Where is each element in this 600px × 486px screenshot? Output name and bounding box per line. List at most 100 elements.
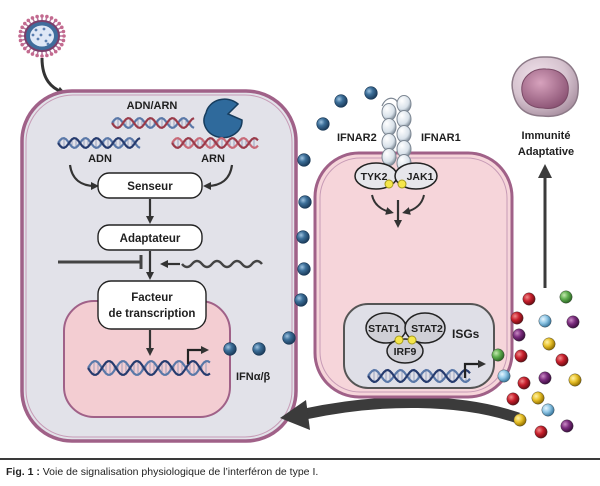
cytokine-particle: [538, 314, 552, 328]
virus-spike-tip: [53, 18, 58, 23]
helix-strand: [57, 136, 141, 150]
ifn-particle: [364, 86, 378, 100]
arrow-arn-to-senseur: [203, 164, 234, 190]
virus-spike-tip: [35, 14, 39, 19]
virus-spike-tip: [53, 49, 58, 54]
label-facteur-line2: de transcription: [109, 308, 196, 320]
senseur-box: [97, 172, 203, 199]
virus-spike-tip: [30, 16, 35, 20]
virus-spike-tip: [60, 42, 64, 47]
facteur-transcription-box: [97, 280, 207, 330]
ifn-particle: [282, 331, 296, 345]
phospho-dot: [384, 179, 394, 189]
helix-strand: [87, 360, 211, 376]
virus-spike-tip: [57, 21, 62, 26]
virus-genome-dot: [36, 37, 40, 41]
cytokine-particle: [555, 353, 569, 367]
helix-strand: [171, 136, 259, 150]
cytokine-particle: [538, 371, 552, 385]
helix-strand: [57, 136, 141, 150]
virus-spike-tip: [22, 21, 27, 26]
virus-spike-tip: [61, 29, 66, 34]
virus-spike-tip: [45, 14, 49, 19]
nuclear-dna-right: [367, 368, 471, 384]
helix-strand: [87, 360, 211, 376]
arrow-adn-to-senseur: [68, 164, 99, 190]
cytokine-particle: [506, 392, 520, 406]
cytokine-particle: [566, 315, 580, 329]
ifn-particle: [294, 293, 308, 307]
cytokine-particles: [491, 290, 582, 439]
phospho-dot: [397, 179, 407, 189]
sensor-protein-icon: [203, 98, 243, 139]
helix-strand: [171, 136, 259, 150]
infected-cell-inner-border: [25, 94, 293, 438]
helix-strand: [367, 368, 471, 384]
label-adn-arn: ADN/ARN: [127, 100, 178, 112]
cytokine-particle: [512, 328, 526, 342]
virus-spike-tip: [30, 52, 35, 56]
label-irf9: IRF9: [394, 346, 417, 358]
virus-spike-tip: [61, 38, 66, 43]
cytokine-particle: [514, 349, 528, 363]
wavy-signal-line: [181, 259, 263, 269]
virus-spike-tip: [60, 25, 64, 30]
virus-spike-tip: [20, 42, 24, 47]
ifn-particle: [223, 342, 237, 356]
phospho-dot: [407, 335, 417, 345]
cytokine-particle: [510, 311, 524, 325]
virus-genome-dot: [46, 42, 50, 46]
cytokine-particle: [560, 419, 574, 433]
caption-text: Voie de signalisation physiologique de l…: [39, 466, 319, 478]
virus-genome-dot: [39, 33, 43, 37]
cytokine-particle: [531, 391, 545, 405]
ifn-particle: [334, 94, 348, 108]
virus-spike-tip: [45, 53, 49, 58]
virus-icon: [18, 14, 66, 58]
cytokine-particle: [542, 337, 556, 351]
label-adn: ADN: [88, 153, 112, 165]
cytokine-particle: [534, 425, 548, 439]
ifnar-receptor: [381, 95, 412, 172]
cytokine-particle: [517, 376, 531, 390]
virus-spike-tip: [20, 25, 24, 30]
label-adaptateur: Adaptateur: [120, 233, 181, 245]
label-stat2: STAT2: [411, 323, 443, 335]
virus-genome-dot: [42, 27, 46, 31]
ifn-particles: [223, 86, 378, 356]
virus-spike-tip: [40, 14, 44, 18]
label-facteur-line1: Facteur: [131, 292, 173, 304]
irf9-protein: [386, 338, 424, 364]
label-isgs: ISGs: [452, 327, 480, 341]
virus-spike-tip: [40, 54, 44, 58]
promoter-arrow-left: [186, 346, 209, 364]
cytokine-particle: [491, 348, 505, 362]
label-ifnar1: IFNAR1: [421, 132, 461, 144]
label-tyk2: TYK2: [361, 171, 388, 183]
label-ifn: IFNα/β: [236, 371, 271, 383]
nuclear-dna-left: [87, 360, 211, 376]
arrow-kinase-right: [402, 194, 425, 215]
rna-molecule: [171, 136, 259, 150]
receptor-domain: [381, 103, 397, 121]
cytokine-particle: [522, 292, 536, 306]
virus-spike-tip: [26, 18, 31, 23]
receptor-domain: [396, 125, 412, 143]
cytokine-particle: [559, 290, 573, 304]
cytokine-particle: [513, 413, 527, 427]
ifn-particle: [252, 342, 266, 356]
ifn-particle: [316, 117, 330, 131]
cytokine-particle: [541, 403, 555, 417]
receptor-domain: [381, 148, 397, 166]
virus-spike-tip: [26, 49, 31, 54]
adaptateur-box: [97, 224, 203, 251]
virus-entry-arrow: [40, 57, 66, 95]
dna-rna-molecule: [111, 116, 195, 130]
virus-spike-tip: [22, 46, 27, 51]
phospho-dot: [394, 335, 404, 345]
promoter-arrow-right: [463, 360, 486, 378]
virus-spike-tip: [18, 34, 22, 38]
cytokine-particle: [568, 373, 582, 387]
virus-genome-dot: [34, 28, 38, 32]
